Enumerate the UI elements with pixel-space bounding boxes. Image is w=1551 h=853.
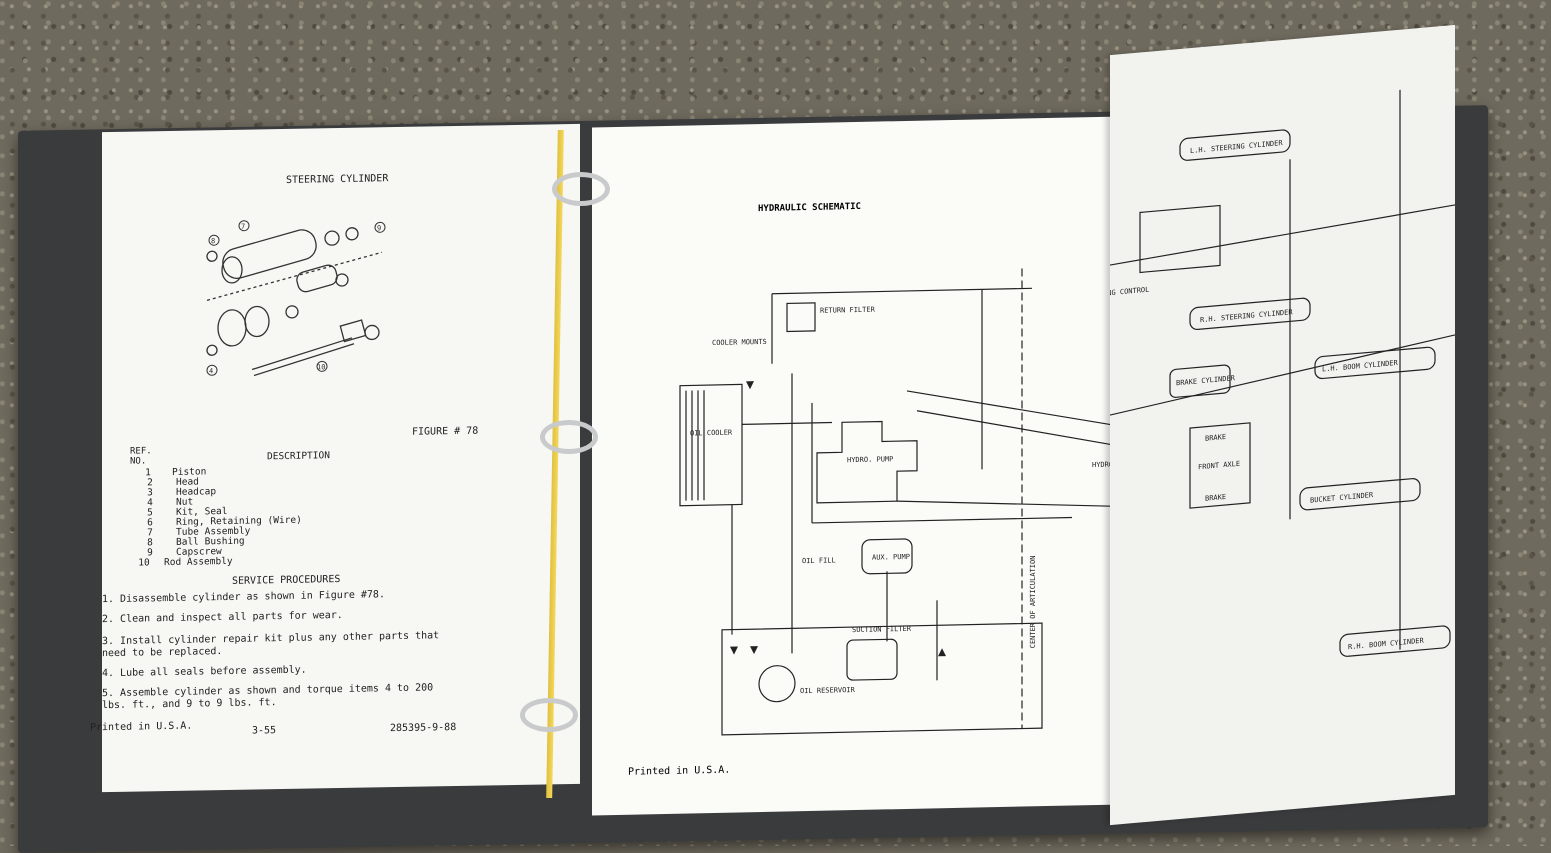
svg-text:4: 4 — [209, 367, 213, 375]
page-title: STEERING CYLINDER — [286, 173, 389, 186]
no-header: NO. — [130, 456, 147, 467]
svg-text:10: 10 — [317, 363, 325, 371]
oil-cooler-box — [679, 383, 743, 507]
procedure-step: 1. Disassemble cylinder as shown in Figu… — [102, 589, 385, 606]
svg-text:9: 9 — [377, 224, 381, 232]
right-page: HYDRAULIC SCHEMATIC — [592, 116, 1122, 816]
hydraulic-schematic: COOLER MOUNTS RETURN FILTER OIL COOLER H… — [679, 268, 1122, 736]
ref-header: REF. — [130, 446, 152, 457]
binder-ring-middle — [540, 420, 598, 454]
figure-label: FIGURE # 78 — [412, 425, 479, 438]
hydro-pump-outline — [816, 420, 918, 504]
footer-printed: Printed in U.S.A. — [90, 720, 193, 734]
suction-filter-box — [846, 638, 898, 681]
articulation-label: CENTER OF ARTICULATION — [1029, 556, 1037, 649]
procedure-step: 3. Install cylinder repair kit plus any … — [102, 630, 440, 660]
rh-steering-label: R.H. STEERING CYLINDER — [1200, 307, 1293, 324]
oil-reservoir-box — [721, 622, 1043, 736]
aux-pump-label: AUX. PUMP — [872, 553, 910, 562]
lh-boom-label: L.H. BOOM CYLINDER — [1322, 358, 1398, 374]
oil-fill-label: OIL FILL — [802, 556, 836, 565]
oil-reservoir-label: OIL RESERVOIR — [800, 686, 856, 695]
procedure-step: 4. Lube all seals before assembly. — [102, 664, 307, 680]
footer-printed-right: Printed in U.S.A. — [628, 764, 731, 778]
svg-text:7: 7 — [241, 223, 245, 231]
exploded-cylinder-diagram: 7 8 9 4 10 — [206, 220, 386, 377]
brake-bottom-label: BRAKE — [1205, 492, 1226, 503]
return-filter-box — [786, 302, 816, 333]
bucket-cylinder-label: BUCKET CYLINDER — [1310, 490, 1374, 505]
return-filter-label: RETURN FILTER — [820, 306, 876, 315]
description-header: DESCRIPTION — [267, 450, 330, 463]
schematic-title: HYDRAULIC SCHEMATIC — [758, 201, 861, 215]
procedure-step: 5. Assemble cylinder as shown and torque… — [102, 682, 434, 712]
svg-text:8: 8 — [211, 237, 215, 245]
procedure-step: 2. Clean and inspect all parts for wear. — [102, 609, 343, 626]
binder-ring-bottom — [520, 698, 578, 732]
service-procedures-title: SERVICE PROCEDURES — [232, 574, 341, 587]
brake-top-label: BRAKE — [1205, 432, 1226, 443]
brake-cylinder-label: BRAKE CYLINDER — [1176, 373, 1236, 387]
foldout-page: L.H. STEERING CYLINDER R.H. STEERING CYL… — [1110, 24, 1455, 826]
binder-ring-top — [552, 172, 610, 206]
page-number: 3-55 — [252, 725, 277, 737]
hydro-pump-label: HYDRO. PUMP — [847, 455, 893, 464]
steering-control-label: STEERING CONTROL — [1110, 285, 1149, 300]
front-axle-label: FRONT AXLE — [1198, 459, 1240, 472]
oil-cooler-label: OIL COOLER — [690, 429, 733, 438]
hydro-motor-label: HYDRO MOTOR — [1092, 460, 1122, 469]
foldout-schematic: L.H. STEERING CYLINDER R.H. STEERING CYL… — [1110, 89, 1455, 657]
lh-steering-label: L.H. STEERING CYLINDER — [1190, 138, 1283, 155]
left-page: STEERING CYLINDER 7 8 9 4 10 — [90, 123, 580, 793]
document-number: 285395-9-88 — [390, 721, 457, 735]
rh-boom-label: R.H. BOOM CYLINDER — [1348, 636, 1424, 652]
cooler-mounts-label: COOLER MOUNTS — [712, 338, 767, 347]
suction-filter-label: SUCTION FILTER — [852, 625, 912, 634]
